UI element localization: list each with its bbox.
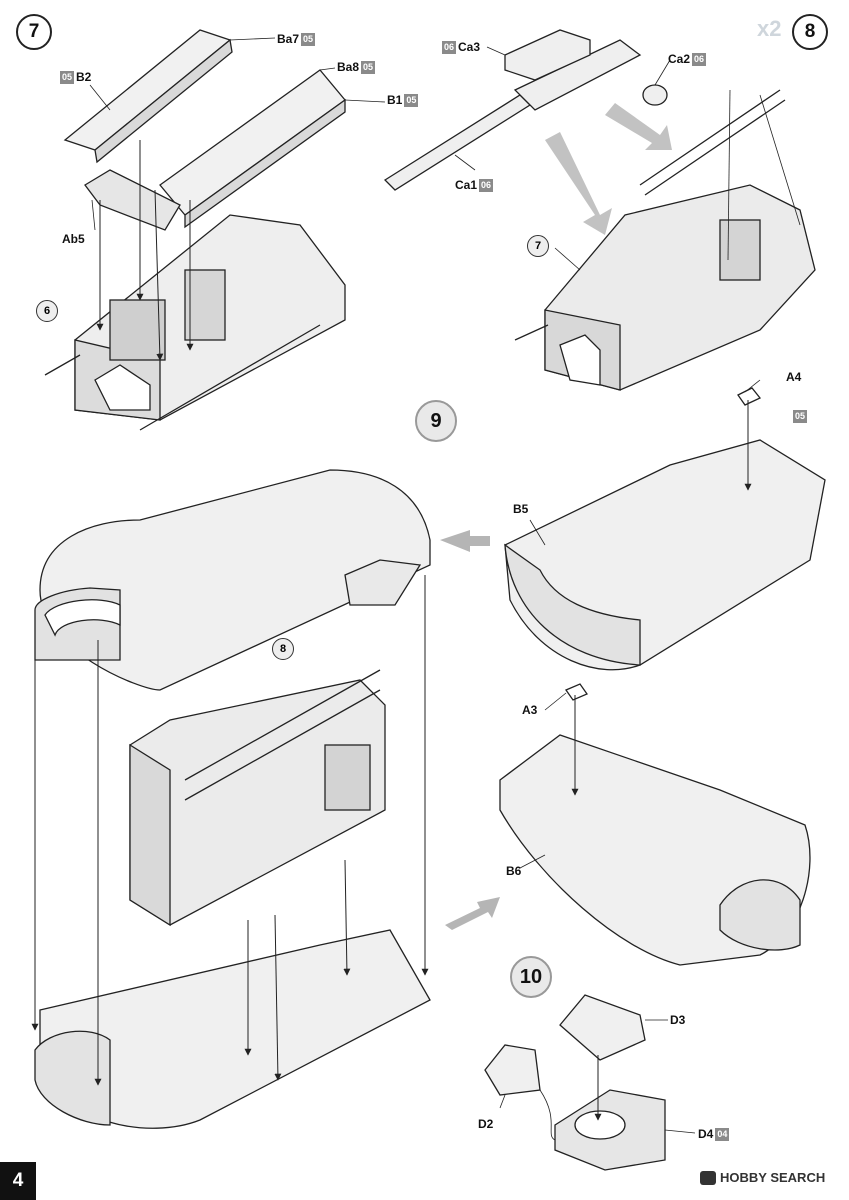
- part-code: B2: [76, 70, 92, 84]
- part-code: Ca3: [458, 40, 481, 54]
- part-label-ba7: Ba7 05: [277, 32, 316, 46]
- step7-drawing: [44, 29, 346, 431]
- step-9-badge: 9: [415, 400, 457, 442]
- part-code: Ba8: [337, 60, 360, 74]
- part-code: D2: [478, 1117, 494, 1131]
- sprue-tag: 06: [442, 40, 457, 54]
- part-label-b6: B6: [506, 864, 521, 878]
- part-code: Ba7: [277, 32, 300, 46]
- page-number: 4: [0, 1162, 36, 1200]
- part-code: B5: [513, 502, 529, 516]
- step-10-badge: 10: [510, 956, 552, 998]
- step10-drawing: [484, 994, 666, 1171]
- part-label-a3: A3: [522, 703, 537, 717]
- part-label-a4: A4: [786, 370, 801, 384]
- part-code: Ca2: [668, 52, 691, 66]
- watermark: HOBBY SEARCH: [700, 1170, 825, 1185]
- sprue-tag: 06: [692, 52, 707, 66]
- part-label-d4: D4 04: [698, 1127, 730, 1141]
- part-code: B6: [506, 864, 522, 878]
- part-label-ba8: Ba8 05: [337, 60, 376, 74]
- sprue-tag: 04: [715, 1127, 730, 1141]
- step9-side-parts: [499, 387, 826, 966]
- part-label-d3: D3: [670, 1013, 685, 1027]
- part-code: A4: [786, 370, 802, 384]
- part-label-b1: B1 05: [387, 93, 419, 107]
- sprue-tag: 06: [479, 178, 494, 192]
- watermark-text: HOBBY SEARCH: [720, 1170, 826, 1185]
- part-label-b5: B5: [513, 502, 528, 516]
- part-label-d2: D2: [478, 1117, 493, 1131]
- sprue-tag: 05: [793, 410, 808, 423]
- part-code: Ca1: [455, 178, 478, 192]
- subassembly-ref-8: 8: [272, 638, 294, 660]
- sprue-tag: 05: [361, 60, 376, 74]
- step-8-badge: 8: [792, 14, 828, 50]
- step-7-badge: 7: [16, 14, 52, 50]
- quantity-multiplier: x2: [757, 16, 782, 41]
- sprue-label-05: 05: [793, 410, 808, 423]
- subassembly-ref-6: 6: [36, 300, 58, 322]
- part-label-ca1: Ca1 06: [455, 178, 494, 192]
- hobby-search-logo-icon: [700, 1170, 716, 1185]
- part-code: D3: [670, 1013, 686, 1027]
- part-label-ca2: Ca2 06: [668, 52, 707, 66]
- sprue-tag: 05: [301, 32, 316, 46]
- part-code: D4: [698, 1127, 714, 1141]
- part-code: B1: [387, 93, 403, 107]
- sprue-tag: 05: [404, 93, 419, 107]
- part-code: A3: [522, 703, 538, 717]
- part-code: Ab5: [62, 232, 85, 246]
- step8-drawing: [383, 29, 816, 391]
- sprue-tag: 05: [60, 70, 75, 84]
- part-label-ca3: 06 Ca3: [442, 40, 480, 54]
- step9-drawing: [34, 469, 431, 1129]
- subassembly-ref-7: 7: [527, 235, 549, 257]
- part-label-ab5: Ab5: [62, 232, 85, 246]
- part-label-b2: 05 B2: [60, 70, 91, 84]
